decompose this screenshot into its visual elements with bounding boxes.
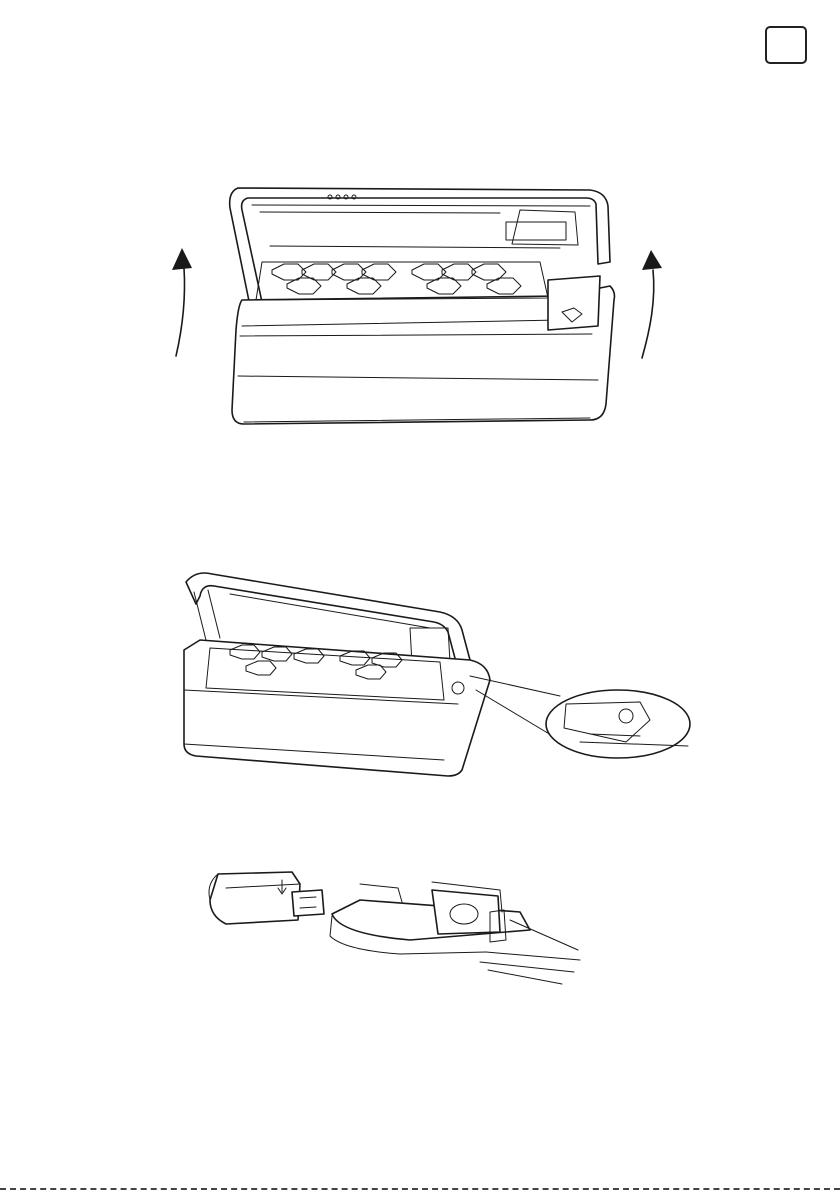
bottom-dashed-rule: [0, 1188, 840, 1190]
usb-module-icon: [209, 872, 324, 924]
fig-insert-usb-illustration: [0, 0, 840, 1000]
